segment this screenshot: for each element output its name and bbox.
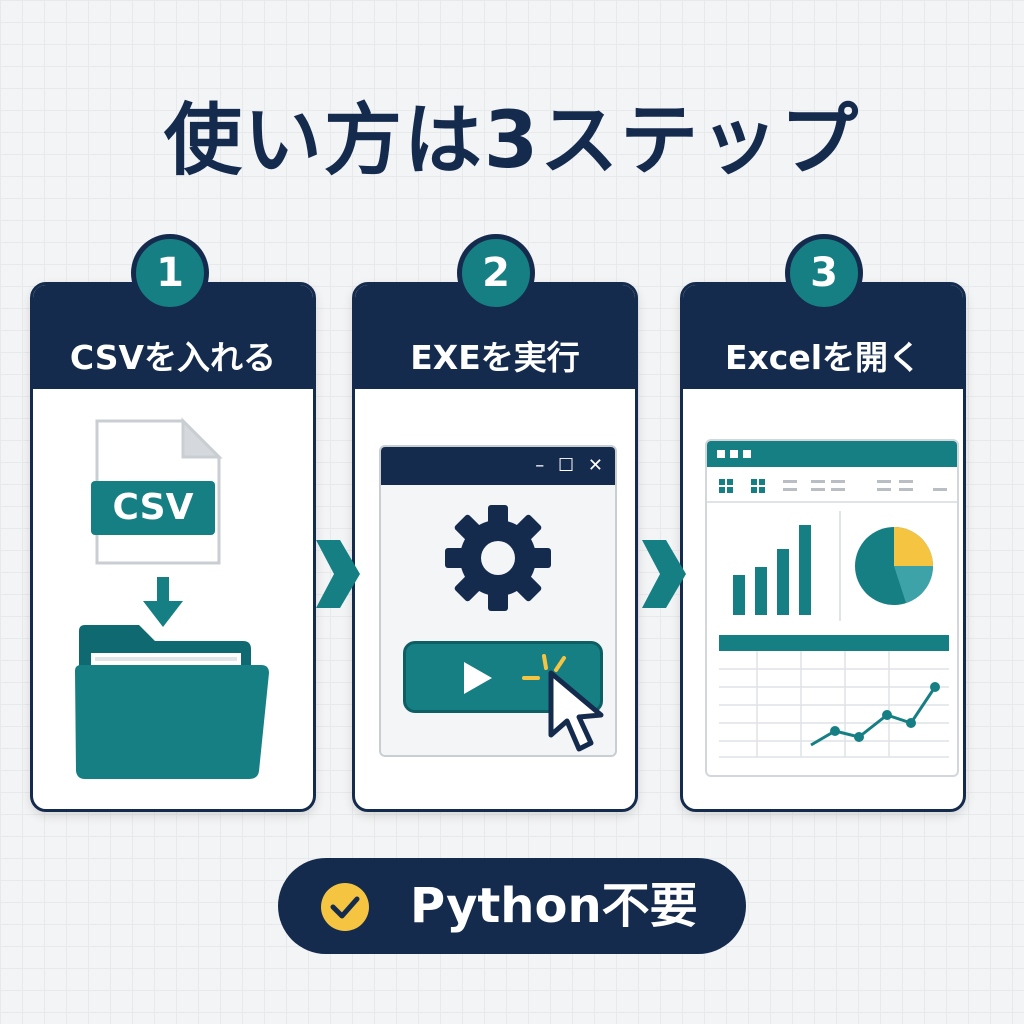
- csv-file-icon: [91, 417, 223, 565]
- step-3-badge: 3: [785, 234, 863, 312]
- close-icon[interactable]: ✕: [587, 455, 603, 476]
- line-chart-icon: [810, 682, 940, 747]
- play-icon: [464, 662, 492, 694]
- minimize-icon[interactable]: –: [535, 455, 545, 476]
- step-1-body: CSV: [39, 391, 307, 803]
- step-1-card: CSVを入れる CSV: [30, 282, 316, 812]
- cursor-icon: [548, 670, 604, 752]
- step-1-label: CSVを入れる: [69, 338, 277, 377]
- data-table: [719, 635, 949, 758]
- pie-chart-icon: [855, 527, 933, 605]
- check-icon: [321, 883, 369, 931]
- python-not-required-pill: Python不要: [278, 858, 746, 954]
- step-3-label: Excelを開く: [724, 338, 922, 377]
- spreadsheet-window: [705, 439, 959, 777]
- step-3-body: [689, 391, 959, 803]
- step-arrow-1-to-2: [316, 540, 360, 608]
- step-1-badge: 1: [131, 234, 209, 312]
- step-3-card: Excelを開く: [680, 282, 966, 812]
- app-window-titlebar: [381, 447, 615, 485]
- gear-icon: [445, 505, 551, 611]
- click-spark-icon: [522, 654, 566, 680]
- python-not-required-text: Python不要: [410, 878, 698, 934]
- spreadsheet-toolbar: [707, 479, 957, 503]
- csv-file-label: CSV: [112, 487, 194, 528]
- step-2-card: EXEを実行 – ☐ ✕: [352, 282, 638, 812]
- step-arrow-2-to-3: [642, 540, 686, 608]
- spreadsheet-titlebar: [707, 441, 957, 467]
- window-controls: – ☐ ✕: [535, 447, 603, 485]
- step-2-label: EXEを実行: [410, 338, 580, 377]
- bar-chart-icon: [733, 525, 811, 615]
- step-2-badge: 2: [457, 234, 535, 312]
- page-title: 使い方は3ステップ: [163, 96, 861, 186]
- folder-icon: [75, 625, 269, 779]
- step-2-body: – ☐ ✕: [361, 391, 629, 803]
- down-arrow-icon: [143, 577, 183, 627]
- maximize-icon[interactable]: ☐: [558, 455, 575, 476]
